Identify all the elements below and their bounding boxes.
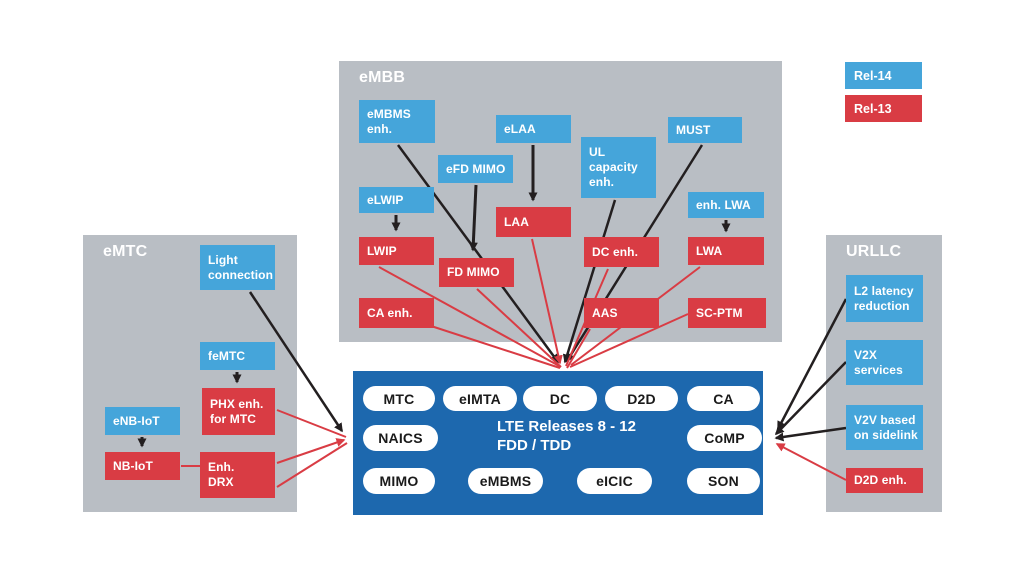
arrow-ulcap-to-core [562, 199, 617, 364]
core-pill-embms: eMBMS [468, 468, 543, 494]
core-title: LTE Releases 8 - 12 FDD / TDD [497, 418, 636, 456]
feature-box-dc-enh: DC enh. [584, 237, 659, 267]
feature-box-lwip: LWIP [359, 237, 434, 265]
line-fdmimo-to-core [476, 288, 562, 368]
feature-box-l2-latency: L2 latency reduction [846, 275, 923, 322]
feature-box-elaa: eLAA [496, 115, 571, 143]
arrow-v2v-to-core [774, 426, 847, 442]
core-lte-box: MTC eIMTA DC D2D CA NAICS LTE Releases 8… [353, 371, 763, 515]
feature-box-enb-iot: eNB-IoT [105, 407, 180, 435]
line-caenh-to-core [427, 324, 561, 369]
panel-urllc-title: URLLC [846, 243, 902, 260]
feature-box-femtc: feMTC [200, 342, 275, 370]
feature-box-v2x-services: V2X services [846, 340, 923, 385]
arrow-l2latency-to-core [776, 298, 848, 431]
core-pill-mimo: MIMO [363, 468, 435, 494]
core-pill-dc: DC [523, 386, 597, 411]
line-scptm-to-core [569, 313, 689, 368]
arrow-embms-to-core [396, 144, 560, 364]
legend-rel14: Rel-14 [845, 62, 922, 89]
line-phx-to-core [276, 409, 347, 438]
core-pill-ca: CA [687, 386, 760, 411]
core-pill-eicic: eICIC [577, 468, 652, 494]
arrow-enhdrx-to-core [276, 438, 346, 464]
arrow-v2x-to-core [774, 361, 847, 436]
line-enhdrx2-to-core [276, 442, 348, 488]
feature-box-d2d-enh: D2D enh. [846, 468, 923, 493]
feature-box-sc-ptm: SC-PTM [688, 298, 766, 328]
feature-box-lwa: LWA [688, 237, 764, 265]
arrow-laa-to-core [531, 238, 563, 365]
arrow-lightconn-to-core [248, 291, 344, 433]
core-pill-naics: NAICS [363, 425, 438, 451]
feature-box-elwip: eLWIP [359, 187, 434, 213]
feature-box-phx-enh-for-mtc: PHX enh. for MTC [202, 388, 275, 435]
core-pill-son: SON [687, 468, 760, 494]
feature-box-ul-capacity-enh: UL capacity enh. [581, 137, 656, 198]
feature-box-efd-mimo: eFD MIMO [438, 155, 513, 183]
core-pill-comp: CoMP [687, 425, 762, 451]
feature-box-enh-lwa: enh. LWA [688, 192, 764, 218]
core-pill-d2d: D2D [605, 386, 678, 411]
feature-box-ca-enh: CA enh. [359, 298, 434, 328]
line-lwip-to-core [378, 266, 562, 368]
feature-box-light-connection: Light connection [200, 245, 275, 290]
feature-box-fd-mimo: FD MIMO [439, 258, 514, 287]
arrow-d2denh-to-core [775, 443, 847, 481]
feature-box-embms-enh: eMBMS enh. [359, 100, 435, 143]
core-title-line2: FDD / TDD [497, 436, 572, 454]
feature-box-laa: LAA [496, 207, 571, 237]
feature-box-enh-drx: Enh. DRX [200, 452, 275, 498]
feature-box-must: MUST [668, 117, 742, 143]
panel-emtc-title: eMTC [103, 243, 148, 260]
legend-rel13: Rel-13 [845, 95, 922, 122]
core-title-line1: LTE Releases 8 - 12 [497, 418, 636, 435]
line-aas-to-core [566, 328, 591, 369]
panel-embb-title: eMBB [359, 69, 406, 86]
core-pill-mtc: MTC [363, 386, 435, 411]
feature-box-nb-iot: NB-IoT [105, 452, 180, 480]
feature-box-v2v-sidelink: V2V based on sidelink [846, 405, 923, 450]
core-pill-eimta: eIMTA [443, 386, 517, 411]
arrow-efdmimo-to-fdmimo [468, 184, 478, 252]
feature-box-aas: AAS [584, 298, 659, 328]
